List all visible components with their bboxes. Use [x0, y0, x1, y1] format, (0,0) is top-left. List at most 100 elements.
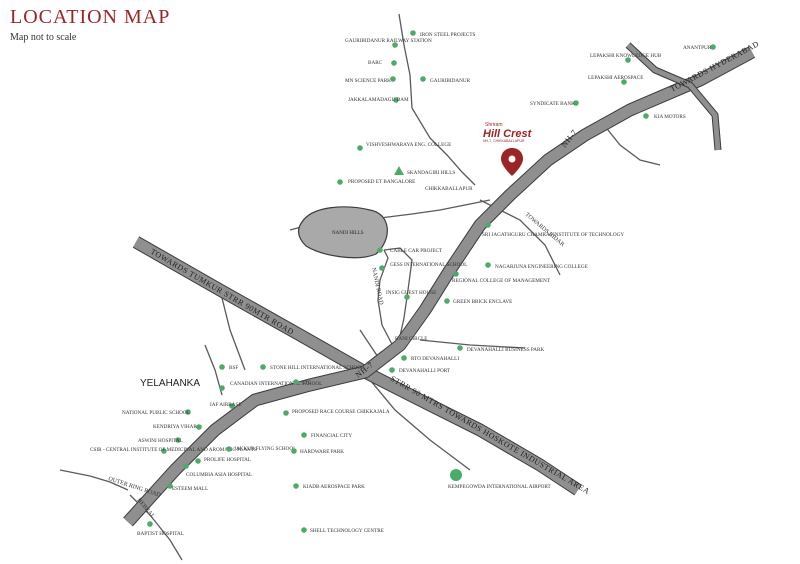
marker-kia — [643, 113, 649, 119]
marker-bsf — [219, 364, 225, 370]
label-devanahalli-port: DEVANAHALLI PORT — [399, 368, 451, 374]
label-jakkur: JAKKUR FLYING SCHOOL — [234, 446, 296, 452]
label-jakkalamadagu: JAKKALAMADAGU DAM — [348, 97, 409, 103]
nandi-hills-label: NANDI HILLS — [332, 231, 364, 236]
label-canadian: CANADIAN INTERNATIONAL SCHOOL — [230, 381, 322, 387]
marker-devanahalli-bp — [457, 345, 463, 351]
label-financial: FINANCIAL CITY — [311, 433, 352, 439]
brand-developer: Shriram — [485, 122, 503, 128]
marker-prolife — [195, 458, 201, 464]
label-kendriya: KENDRIYA VIHAR — [153, 424, 197, 430]
label-chamraj: SRI JAGATHGURU CHAMRAJ INSTITUTE OF TECH… — [482, 232, 624, 238]
nandi-road-label: NANDI ROAD — [370, 267, 384, 306]
label-iron-steel: IRON STEEL PROJECTS — [420, 32, 476, 38]
marker-gauribidanur-station — [392, 42, 398, 48]
label-airport: KEMPEGOWDA INTERNATIONAL AIRPORT — [448, 484, 551, 490]
map-subtitle: Map not to scale — [10, 32, 77, 43]
marker-gauribidanur — [420, 76, 426, 82]
page-title: LOCATION MAP — [10, 6, 171, 28]
minor-roads — [59, 13, 661, 561]
label-skandagiri: SKANDAGIRI HILLS — [407, 170, 455, 176]
marker-regional — [453, 271, 459, 277]
marker-lepakshi-aero — [621, 79, 627, 85]
marker-et-bangalore — [337, 179, 343, 185]
marker-lepakshi-hub — [625, 57, 631, 63]
marker-baptist — [147, 521, 153, 527]
marker-vishveshwaraya — [357, 145, 363, 151]
marker-gess — [379, 265, 385, 271]
label-vishveshwaraya: VISHVESHWARAYA ENG. COLLEGE — [366, 142, 451, 148]
nandi-hills-area — [297, 206, 388, 259]
label-devanahalli-bp: DEVANAHALLI BUSINESS PARK — [467, 347, 544, 353]
label-regional: REGIONAL COLLEGE OF MANAGEMENT — [452, 278, 551, 284]
yelahanka-label: YELAHANKA — [140, 378, 200, 389]
label-columbia: COLUMBIA ASIA HOSPITAL — [186, 472, 252, 478]
label-nagarjuna: NAGARJUNA ENGINEERING COLLEGE — [495, 264, 588, 270]
marker-guest-house — [404, 294, 410, 300]
label-race-course: PROPOSED RACE COURSE CHIKKAJALA — [292, 409, 390, 415]
marker-financial — [301, 432, 307, 438]
marker-stonehill — [260, 364, 266, 370]
marker-barc — [391, 60, 397, 66]
label-itc: ITC — [303, 380, 312, 386]
marker-nps — [185, 409, 191, 415]
marker-mn-science — [390, 76, 396, 82]
label-chikkaballapur: CHIKKABALLAPUR — [425, 186, 473, 192]
label-guest-house: INSIG GUEST HOUSE — [386, 290, 436, 296]
marker-csir — [161, 448, 167, 454]
label-syndicate: SYNDICATE BANK — [530, 101, 575, 107]
marker-jakkalamadagu — [393, 97, 399, 103]
marker-iron-steel — [410, 30, 416, 36]
marker-kendriya — [196, 424, 202, 430]
label-bsf: BSF — [229, 365, 238, 371]
label-nps: NATIONAL PUBLIC SCHOOL — [122, 410, 190, 416]
marker-anantpur — [710, 44, 716, 50]
airport-marker — [450, 469, 462, 481]
marker-devanahalli-port — [389, 367, 395, 373]
landmark-markers: IRON STEEL PROJECTS GAURIBIDANUR RAILWAY… — [90, 30, 716, 537]
label-gess: GESS INTERNATIONAL SCHOOL — [390, 262, 467, 268]
label-gauribidanur: GAURIBIDANUR — [430, 78, 471, 84]
label-baptist: BAPTIST HOSPITAL — [137, 531, 184, 537]
marker-nagarjuna — [485, 262, 491, 268]
label-aswini: ASWINI HOSPITAL — [138, 438, 183, 444]
marker-kiadb — [293, 483, 299, 489]
marker-columbia — [183, 463, 189, 469]
marker-esteem — [167, 483, 173, 489]
label-barc: BARC — [368, 60, 383, 66]
marker-rto — [401, 355, 407, 361]
label-hardware: HARDWARE PARK — [300, 449, 344, 455]
marker-chamraj — [485, 222, 491, 228]
label-gauribidanur-station: GAURIBIDANUR RAILWAY STATION — [345, 38, 432, 44]
hoskote-road-label: STRR 90 MTRS TOWARDS HOSKOTE INDUSTRIAL … — [389, 374, 591, 496]
label-rto: RTO DEVANAHALLI — [411, 356, 459, 362]
marker-race-course — [283, 410, 289, 416]
label-prolife: PROLIFE HOSPITAL — [204, 457, 251, 463]
label-et-bangalore: PROPOSED ET BANGALORE — [348, 179, 415, 185]
marker-iaf — [229, 403, 235, 409]
marker-shell — [301, 527, 307, 533]
marker-canadian — [219, 385, 225, 391]
label-shell: SHELL TECHNOLOGY CENTRE — [310, 528, 384, 534]
brand-name: Hill Crest — [483, 128, 533, 140]
label-csir: CSIR - CENTRAL INSTITUTE OF MEDICINAL AN… — [90, 447, 257, 453]
label-lepakshi-aero: LEPAKSHI AEROSPACE — [588, 75, 643, 81]
major-roads — [123, 42, 756, 527]
label-mn-science: MN SCIENCE PARK — [345, 78, 391, 84]
marker-itc — [293, 379, 299, 385]
brand-tagline: NH-7, CHIKKABALLAPUR — [483, 139, 525, 143]
label-esteem: ESTEEM MALL — [172, 486, 208, 492]
marker-hardware — [291, 448, 297, 454]
skandagiri-marker — [394, 166, 404, 175]
label-anantpur: ANANTPUR — [683, 45, 712, 51]
label-kiadb: KIADB AEROSPACE PARK — [303, 484, 365, 490]
marker-cable-car — [377, 247, 383, 253]
project-location-pin — [501, 148, 523, 176]
label-stonehill: STONE HILL INTERNATIONAL SCHOOL — [270, 365, 364, 371]
marker-green-brick — [444, 298, 450, 304]
marker-syndicate — [573, 100, 579, 106]
marker-aswini — [175, 437, 181, 443]
label-iaf: IAF AIRBASE — [210, 402, 242, 408]
